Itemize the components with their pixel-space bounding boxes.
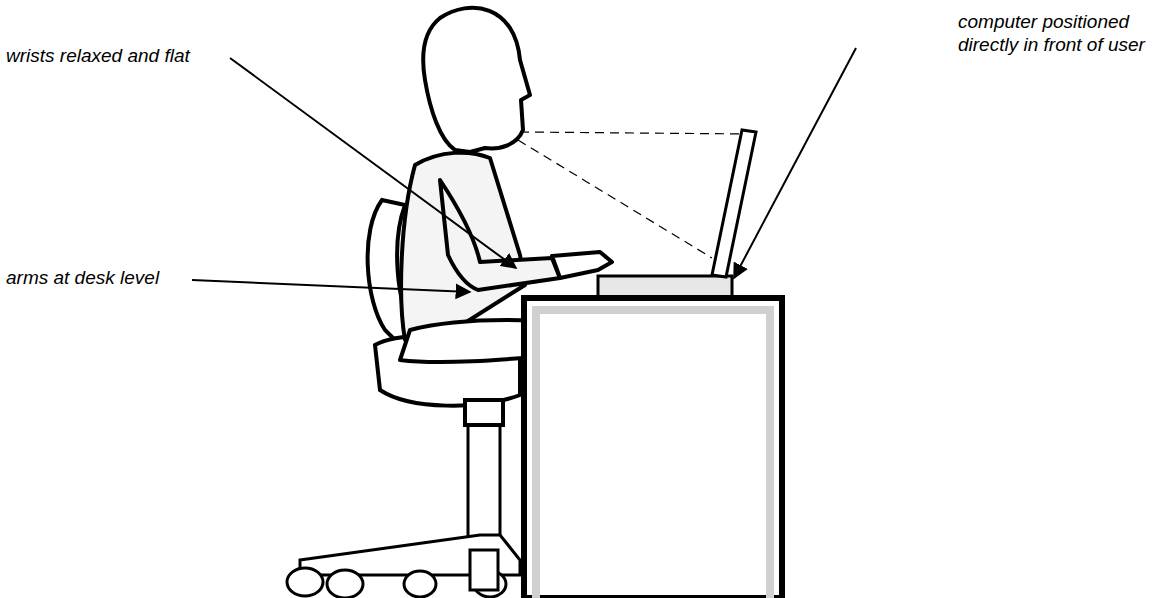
chair-base xyxy=(287,420,520,598)
laptop xyxy=(598,130,756,297)
sight-lines xyxy=(518,132,752,258)
callout-label: computer positioned directly in front of… xyxy=(958,10,1148,56)
callout-label: wrists relaxed and flat xyxy=(6,44,190,67)
desk xyxy=(524,298,782,598)
leader-lines xyxy=(192,48,856,292)
callout-label: arms at desk level xyxy=(6,266,159,289)
